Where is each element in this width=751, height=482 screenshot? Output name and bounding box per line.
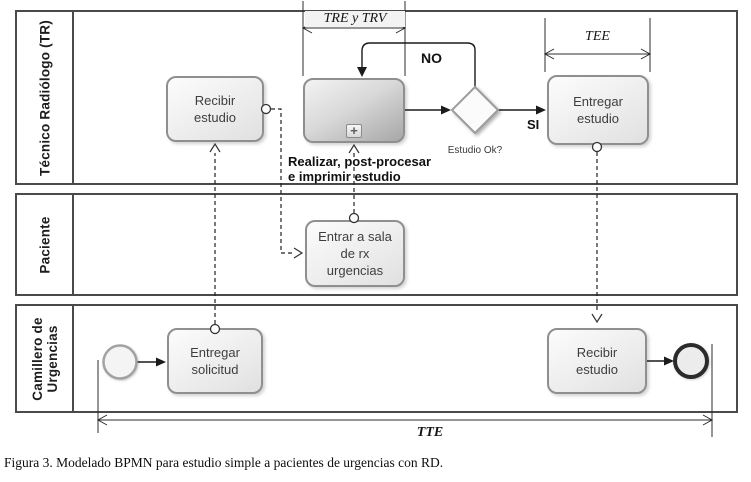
measurement-label-tte: TTE xyxy=(416,425,444,440)
task-entregar-estudio-label: Entregar estudio xyxy=(573,94,623,126)
task-realizar-postprocesar-imprimir: + xyxy=(303,78,405,143)
task-entrar-sala-rx-label: Entrar a sala de rx urgencias xyxy=(318,229,392,278)
task-realizar-external-label: Realizar, post-procesar e imprimir estud… xyxy=(288,154,432,184)
measurement-label-tee: TEE xyxy=(585,29,610,44)
task-recibir-estudio-tr-label: Recibir estudio xyxy=(194,93,236,125)
flow-label-no: NO xyxy=(421,50,442,66)
lane-label-paciente: Paciente xyxy=(37,215,52,274)
task-recibir-estudio-camillero-label: Recibir estudio xyxy=(576,345,618,377)
task-entregar-solicitud: Entregar solicitud xyxy=(167,328,263,394)
task-entregar-solicitud-label: Entregar solicitud xyxy=(190,345,240,377)
measurement-label-tre-trv: TRE y TRV xyxy=(305,11,405,27)
lane-label-camillero: Camillero de Urgencias xyxy=(29,316,60,401)
lane-label-cell-tecnico-radiologo: Técnico Radiólogo (TR) xyxy=(17,12,74,183)
lane-label-cell-paciente: Paciente xyxy=(17,195,74,294)
task-recibir-estudio-tr: Recibir estudio xyxy=(166,76,264,142)
figure-caption: Figura 3. Modelado BPMN para estudio sim… xyxy=(4,455,444,470)
flow-label-si: SI xyxy=(527,117,540,132)
task-entrar-sala-rx: Entrar a sala de rx urgencias xyxy=(305,220,405,287)
task-entregar-estudio: Entregar estudio xyxy=(547,75,649,145)
subprocess-plus-icon: + xyxy=(346,124,362,138)
lane-label-cell-camillero: Camillero de Urgencias xyxy=(17,306,74,411)
task-recibir-estudio-camillero: Recibir estudio xyxy=(547,328,647,394)
lane-label-tecnico-radiologo: Técnico Radiólogo (TR) xyxy=(37,19,52,176)
gateway-question-label: Estudio Ok? xyxy=(447,145,503,156)
